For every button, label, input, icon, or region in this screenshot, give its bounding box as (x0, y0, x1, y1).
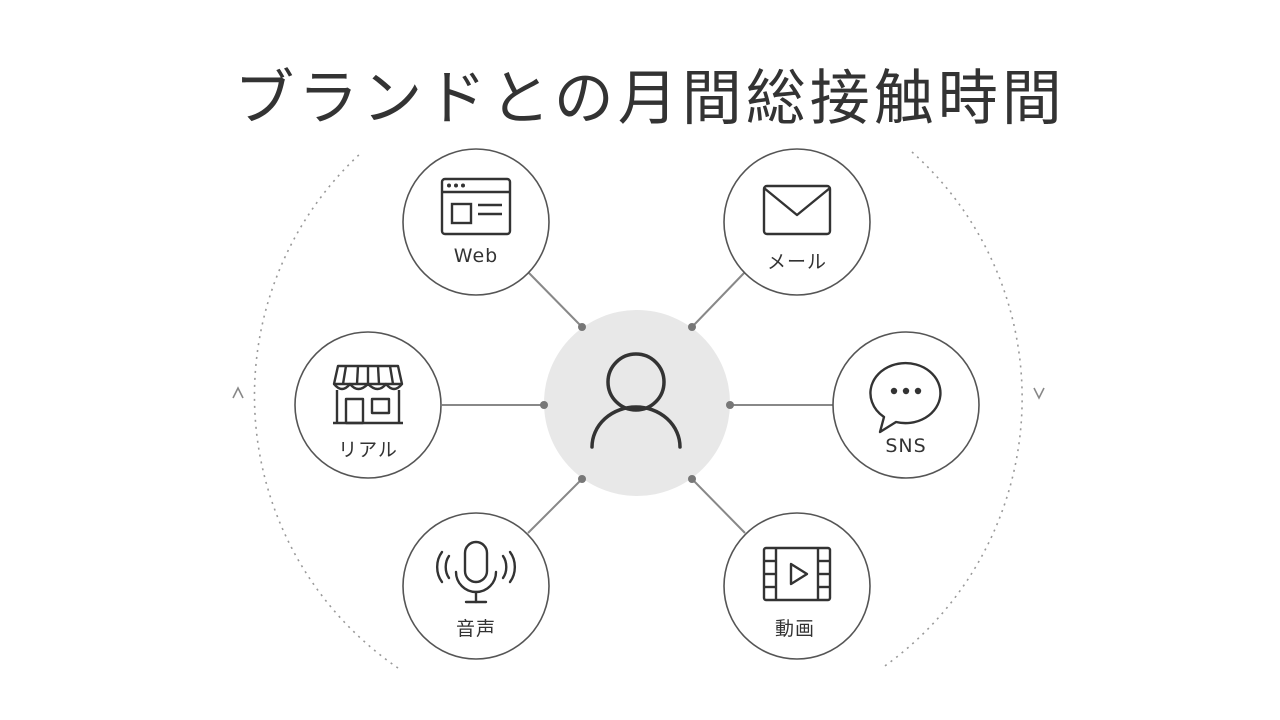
node-label-sns: SNS (885, 435, 927, 457)
left-arc-arrowhead (232, 386, 244, 399)
node-video (723, 512, 871, 660)
page-title: ブランドとの月間総接触時間 (234, 64, 1066, 134)
microphone-icon (436, 540, 516, 604)
node-mail (723, 148, 871, 296)
connectors (442, 271, 834, 534)
connector-voice (527, 478, 583, 534)
center-user-circle (544, 310, 730, 496)
left-cycle-arc (253, 151, 399, 669)
connector-video (691, 478, 746, 534)
node-label-mail: メール (766, 251, 827, 273)
node-label-video: 動画 (774, 618, 815, 640)
node-label-real: リアル (338, 439, 398, 461)
node-real (294, 331, 442, 479)
user-icon (590, 352, 682, 449)
right-cycle-arc (881, 151, 1023, 669)
connector-mail (691, 271, 746, 328)
browser-window-icon (440, 177, 512, 236)
chat-bubble-icon (869, 361, 942, 434)
right-arc-arrowhead (1033, 387, 1045, 400)
envelope-icon (762, 184, 832, 236)
connector-web (527, 271, 583, 328)
node-voice (402, 512, 550, 660)
storefront-icon (332, 364, 404, 425)
node-web (402, 148, 550, 296)
node-label-voice: 音声 (455, 618, 496, 640)
connector-dots (540, 323, 734, 483)
video-film-icon (762, 546, 832, 602)
node-sns (832, 331, 980, 479)
node-label-web: Web (453, 245, 499, 267)
